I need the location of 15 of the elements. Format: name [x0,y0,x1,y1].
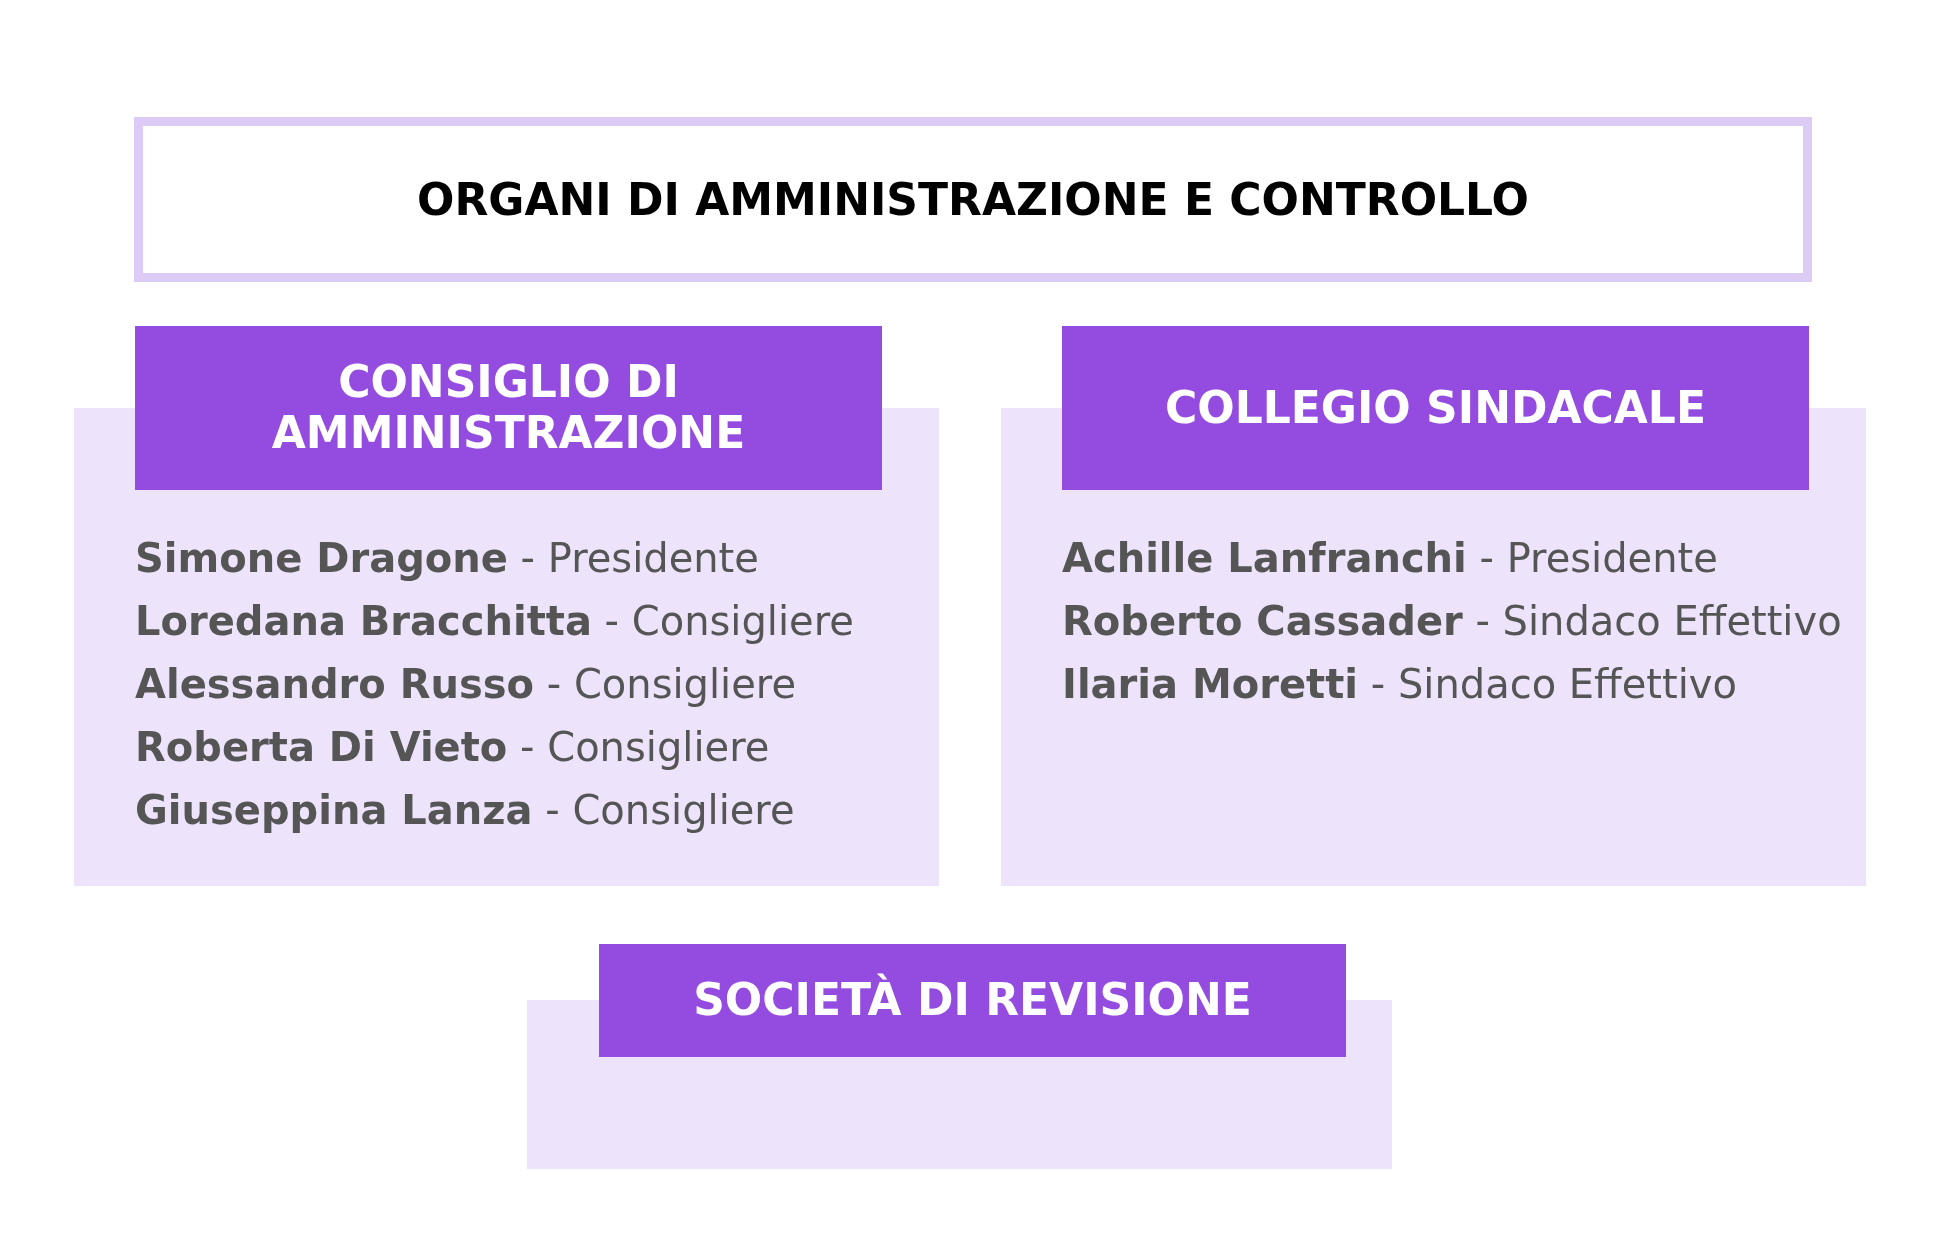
member-line: Roberta Di Vieto - Consigliere [135,724,770,770]
member-panel [1001,490,1866,886]
title-box: ORGANI DI AMMINISTRAZIONE E CONTROLLO [134,117,1812,282]
section-heading: CONSIGLIO DI AMMINISTRAZIONE [135,326,882,490]
member-line: Alessandro Russo - Consigliere [135,661,796,707]
member-line: Giuseppina Lanza - Consigliere [135,787,795,833]
member-line: Roberto Cassader - Sindaco Effettivo [1062,598,1842,644]
member-line: Simone Dragone - Presidente [135,535,759,581]
member-line: Loredana Bracchitta - Consigliere [135,598,854,644]
member-line: Ilaria Moretti - Sindaco Effettivo [1062,661,1737,707]
section-heading: COLLEGIO SINDACALE [1062,326,1809,490]
member-line: Achille Lanfranchi - Presidente [1062,535,1718,581]
member-panel [74,490,939,886]
section-heading: SOCIETÀ DI REVISIONE [599,944,1346,1057]
panel-background [527,1057,1392,1169]
